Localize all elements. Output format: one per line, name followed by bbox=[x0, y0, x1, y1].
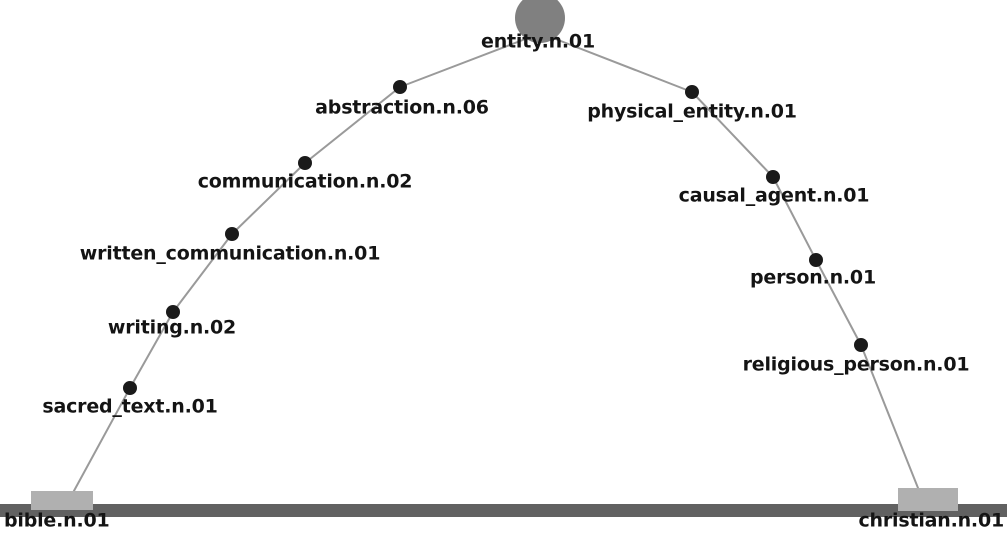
node-abstraction.n.06[interactable] bbox=[393, 80, 407, 94]
node-label-sacred_text.n.01: sacred_text.n.01 bbox=[42, 395, 218, 418]
leaf-node-christian.n.01[interactable] bbox=[898, 488, 958, 511]
node-person.n.01[interactable] bbox=[809, 253, 823, 267]
node-communication.n.02[interactable] bbox=[298, 156, 312, 170]
leaf-node-boxes bbox=[31, 488, 958, 511]
node-religious_person.n.01[interactable] bbox=[854, 338, 868, 352]
node-label-causal_agent.n.01: causal_agent.n.01 bbox=[678, 184, 870, 207]
leaf-node-bible.n.01[interactable] bbox=[31, 491, 93, 510]
node-causal_agent.n.01[interactable] bbox=[766, 170, 780, 184]
root-node-entity.n.01[interactable] bbox=[515, 0, 565, 43]
graph-edge bbox=[399, 37, 529, 88]
node-label-person.n.01: person.n.01 bbox=[750, 266, 876, 289]
node-label-writing.n.02: writing.n.02 bbox=[107, 316, 237, 339]
node-label-entity.n.01: entity.n.01 bbox=[481, 30, 595, 53]
graph-edge bbox=[552, 37, 693, 93]
node-label-christian.n.01: christian.n.01 bbox=[858, 509, 1004, 532]
node-label-religious_person.n.01: religious_person.n.01 bbox=[742, 353, 970, 376]
node-written_communication.n.01[interactable] bbox=[225, 227, 239, 241]
graph-edge bbox=[129, 311, 174, 389]
graph-edge bbox=[231, 162, 306, 235]
graph-edge bbox=[691, 91, 774, 178]
node-label-abstraction.n.06: abstraction.n.06 bbox=[315, 96, 489, 119]
baseline-bar bbox=[0, 504, 1007, 517]
node-sacred_text.n.01[interactable] bbox=[123, 381, 137, 395]
graph-nodes bbox=[123, 0, 868, 395]
node-writing.n.02[interactable] bbox=[166, 305, 180, 319]
graph-edge bbox=[860, 344, 923, 499]
graph-edge bbox=[815, 259, 862, 346]
node-label-physical_entity.n.01: physical_entity.n.01 bbox=[587, 100, 797, 123]
graph-edge bbox=[772, 176, 817, 261]
baseline-bar-group bbox=[0, 504, 1007, 517]
node-label-communication.n.02: communication.n.02 bbox=[197, 170, 413, 193]
graph-edges bbox=[68, 37, 923, 501]
node-physical_entity.n.01[interactable] bbox=[685, 85, 699, 99]
node-label-bible.n.01: bible.n.01 bbox=[4, 509, 110, 532]
graph-edge bbox=[304, 86, 401, 164]
node-label-written_communication.n.01: written_communication.n.01 bbox=[79, 242, 381, 265]
graph-edge bbox=[172, 233, 233, 313]
graph-edge bbox=[68, 387, 131, 501]
